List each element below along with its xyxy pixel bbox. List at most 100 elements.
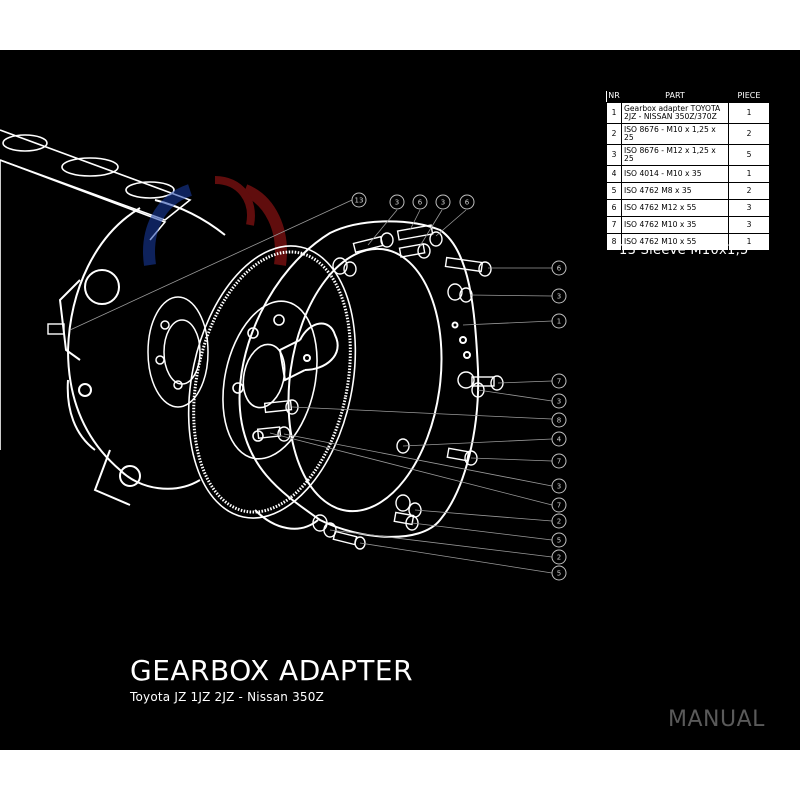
flywheel xyxy=(187,245,357,519)
callout-top-3a: 3 xyxy=(389,194,405,210)
sleeve-note: 13 Sleeve M10x1,5 xyxy=(619,243,749,258)
bolt-right-1 xyxy=(444,256,492,277)
row-part: ISO 4762 M10 x 55 xyxy=(621,233,729,252)
page-subtitle: Toyota JZ 1JZ 2JZ - Nissan 350Z xyxy=(130,690,324,704)
bolt-mid-1 xyxy=(457,371,504,391)
engine-block xyxy=(0,129,192,450)
table-row: 6 ISO 4762 M12 x 55 3 xyxy=(606,199,770,218)
table-row: 3 ISO 8676 - M12 x 1,25 x 25 5 xyxy=(606,144,770,167)
parts-table-header: NR PART PIECE xyxy=(606,91,770,103)
bolts xyxy=(47,224,504,550)
svg-text:6: 6 xyxy=(557,265,562,273)
row-part: ISO 4014 - M10 x 35 xyxy=(621,165,729,184)
row-piece: 1 xyxy=(728,102,770,125)
svg-text:3: 3 xyxy=(557,398,561,406)
row-piece: 5 xyxy=(728,144,770,167)
svg-text:13: 13 xyxy=(355,197,364,205)
crank-hub xyxy=(147,296,209,408)
table-row: 1 Gearbox adapter TOYOTA 2JZ - NISSAN 35… xyxy=(606,102,770,125)
row-part: ISO 8676 - M12 x 1,25 x 25 xyxy=(621,144,729,167)
row-piece: 2 xyxy=(728,182,770,201)
bolt-bottom-4 xyxy=(332,530,366,550)
svg-text:6: 6 xyxy=(418,199,423,207)
callouts-top: 13 3 6 3 6 xyxy=(351,192,475,210)
row-part: ISO 4762 M8 x 35 xyxy=(621,182,729,201)
row-part: ISO 4762 M12 x 55 xyxy=(621,199,729,218)
bolt-mid-2 xyxy=(471,382,485,398)
svg-text:3: 3 xyxy=(441,199,445,207)
nut-left xyxy=(332,257,357,277)
header-piece: PIECE xyxy=(728,91,770,103)
parts-table: NR PART PIECE 1 Gearbox adapter TOYOTA 2… xyxy=(606,91,770,252)
row-nr: 1 xyxy=(606,102,622,125)
bolt-upper-1 xyxy=(352,232,394,254)
callouts-right: 6 3 1 7 3 8 4 7 3 7 2 5 2 5 xyxy=(551,260,567,581)
svg-text:3: 3 xyxy=(557,293,561,301)
callout-right-8: 3 xyxy=(551,478,567,494)
callout-right-1: 3 xyxy=(551,288,567,304)
row-nr: 5 xyxy=(606,182,622,201)
callout-right-9: 7 xyxy=(551,497,567,513)
bolt-lower-2 xyxy=(446,447,478,466)
engine-bellhousing xyxy=(58,199,226,506)
table-row: 7 ISO 4762 M10 x 35 3 xyxy=(606,216,770,235)
row-nr: 6 xyxy=(606,199,622,218)
callout-top-6a: 6 xyxy=(412,194,428,210)
svg-text:7: 7 xyxy=(557,502,561,510)
bolt-right-2 xyxy=(447,283,473,303)
callout-top-6b: 6 xyxy=(459,194,475,210)
row-piece: 3 xyxy=(728,199,770,218)
row-nr: 7 xyxy=(606,216,622,235)
callout-right-3: 7 xyxy=(551,373,567,389)
svg-text:5: 5 xyxy=(557,570,561,578)
exploded-assembly-drawing: 13 3 6 3 6 6 3 1 7 3 8 4 7 3 7 2 5 2 5 xyxy=(0,129,567,581)
row-nr: 4 xyxy=(606,165,622,184)
header-part: PART xyxy=(621,91,729,103)
callout-right-2: 1 xyxy=(551,313,567,329)
svg-text:8: 8 xyxy=(557,417,561,425)
callout-top-3b: 3 xyxy=(435,194,451,210)
callout-right-5: 8 xyxy=(551,412,567,428)
callout-right-7: 7 xyxy=(551,453,567,469)
svg-text:1: 1 xyxy=(557,318,561,326)
header-nr: NR xyxy=(606,91,622,103)
dowel-left xyxy=(47,323,65,335)
svg-text:4: 4 xyxy=(557,436,562,444)
row-part: ISO 8676 - M10 x 1,25 x 25 xyxy=(621,123,729,146)
row-piece: 3 xyxy=(728,216,770,235)
callout-right-11: 5 xyxy=(551,532,567,548)
svg-text:3: 3 xyxy=(395,199,399,207)
callout-right-6: 4 xyxy=(551,431,567,447)
bolt-left-2 xyxy=(256,426,291,442)
svg-text:5: 5 xyxy=(557,537,561,545)
row-piece: 1 xyxy=(728,233,770,252)
row-part: Gearbox adapter TOYOTA 2JZ - NISSAN 350Z… xyxy=(621,102,729,125)
manual-label: MANUAL xyxy=(668,707,765,732)
table-row: 2 ISO 8676 - M10 x 1,25 x 25 2 xyxy=(606,123,770,146)
row-nr: 2 xyxy=(606,123,622,146)
table-row: 8 ISO 4762 M10 x 55 1 xyxy=(606,233,770,252)
svg-text:7: 7 xyxy=(557,378,561,386)
diagram-sheet: 13 3 6 3 6 6 3 1 7 3 8 4 7 3 7 2 5 2 5 N… xyxy=(0,50,800,750)
bolt-bottom-3 xyxy=(312,514,337,538)
row-piece: 2 xyxy=(728,123,770,146)
svg-text:6: 6 xyxy=(465,199,470,207)
callout-right-13: 5 xyxy=(551,565,567,581)
bolt-upper-3 xyxy=(398,243,431,259)
row-part: ISO 4762 M10 x 35 xyxy=(621,216,729,235)
row-piece: 1 xyxy=(728,165,770,184)
bolt-upper-2 xyxy=(396,224,443,247)
callout-right-10: 2 xyxy=(551,513,567,529)
svg-text:7: 7 xyxy=(557,458,561,466)
adapter-plate xyxy=(238,220,480,538)
callout-top-13: 13 xyxy=(351,192,367,208)
callout-right-0: 6 xyxy=(551,260,567,276)
bolt-bottom-2 xyxy=(393,511,419,531)
callout-right-4: 3 xyxy=(551,393,567,409)
table-row: 4 ISO 4014 - M10 x 35 1 xyxy=(606,165,770,184)
callout-right-12: 2 xyxy=(551,549,567,565)
svg-text:3: 3 xyxy=(557,483,561,491)
page-title: GEARBOX ADAPTER xyxy=(130,654,414,687)
leader-lines xyxy=(69,199,553,574)
svg-text:2: 2 xyxy=(557,554,561,562)
